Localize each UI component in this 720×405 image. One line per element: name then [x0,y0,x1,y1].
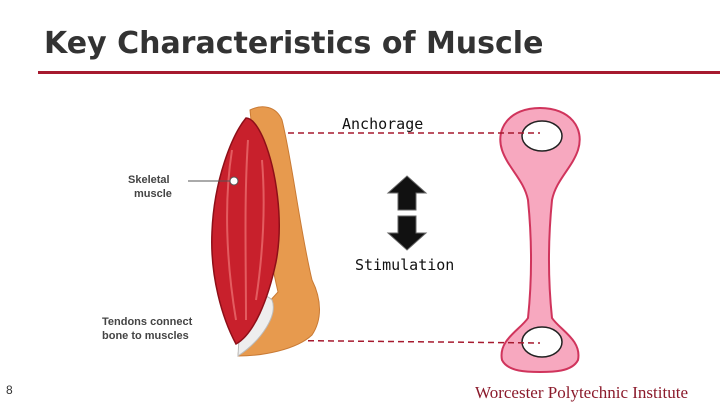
slide-title: Key Characteristics of Muscle [44,26,544,61]
tendon-label-line1: Tendons connect [102,316,193,328]
skeletal-muscle-label-line1: Skeletal [128,174,170,186]
page-number: 8 [6,383,13,397]
bone-top-hole [521,120,563,152]
muscle-fiber-line [226,149,237,321]
double-arrow-icon [386,175,428,251]
muscle-fiber-line [255,159,265,301]
bone-bottom-hole [521,326,563,358]
tendon-label-line2: bone to muscles [102,330,189,342]
stimulation-label: Stimulation [355,256,455,274]
institute-name: Worcester Polytechnic Institute [475,383,688,402]
anchorage-label: Anchorage [342,115,424,133]
title-underline [38,71,720,74]
bone-shape [499,106,581,374]
muscle-fiber-line [244,139,249,321]
muscle-label-pointer [229,176,239,186]
skeletal-muscle-label-line2: muscle [134,188,172,200]
